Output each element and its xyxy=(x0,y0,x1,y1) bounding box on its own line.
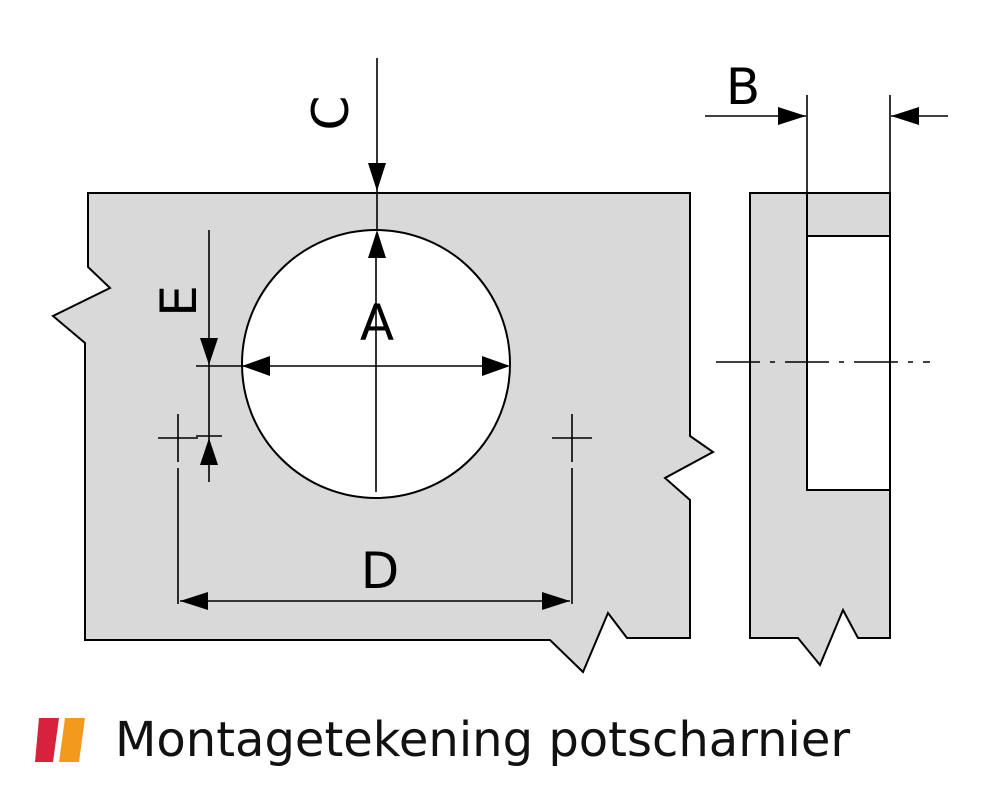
dimension-b-arrow-right xyxy=(778,107,806,125)
logo-red-stripe xyxy=(35,718,59,762)
dimension-c-arrow-up xyxy=(368,230,386,258)
dimension-a-arrow-left xyxy=(242,356,270,376)
dimension-c-label: C xyxy=(302,96,360,131)
dimension-a-arrow-right xyxy=(482,356,510,376)
dimension-e-arrow-up xyxy=(200,438,218,465)
cup-recess-side-view xyxy=(806,235,891,491)
dimension-d-arrow-left xyxy=(180,592,208,610)
logo-orange-stripe xyxy=(59,718,85,762)
dimension-b-arrow-left xyxy=(891,107,919,125)
dimension-b-label: B xyxy=(726,58,760,116)
dimension-e-label: E xyxy=(150,285,208,317)
dimension-d-label: D xyxy=(361,542,400,600)
brand-logo-icon xyxy=(35,718,85,762)
dimension-e-arrow-down xyxy=(200,338,218,365)
caption: Montagetekening potscharnier xyxy=(35,700,850,780)
dimension-c-arrow-down xyxy=(368,163,386,191)
dimension-d-arrow-right xyxy=(542,592,570,610)
caption-text: Montagetekening potscharnier xyxy=(115,712,851,768)
dimension-a-label: A xyxy=(360,294,394,352)
